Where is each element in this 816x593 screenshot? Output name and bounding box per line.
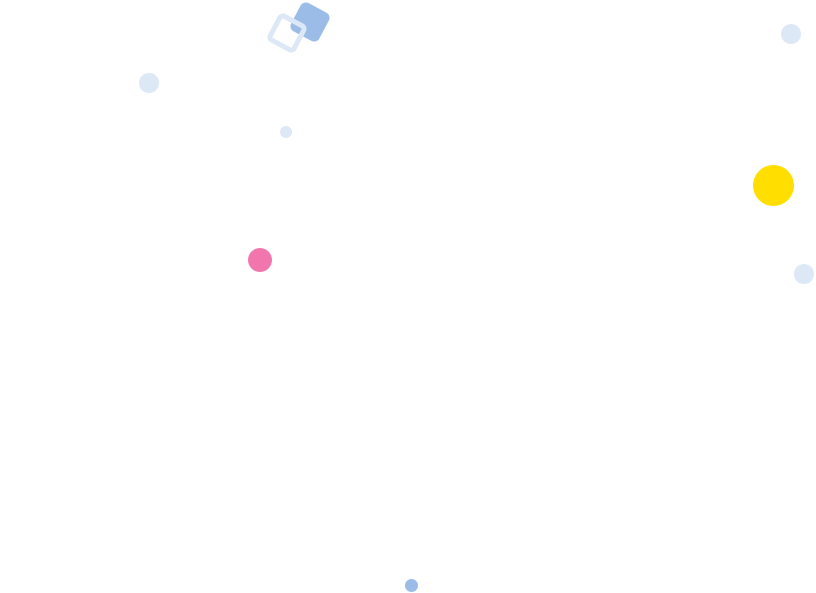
decorative-dot-pink — [248, 248, 272, 272]
decorative-dot-light-blue — [280, 126, 292, 138]
decorative-dot-blue — [405, 579, 418, 592]
decorative-dot-yellow — [753, 165, 794, 206]
decorative-dot-light-blue — [794, 264, 814, 284]
decorative-dot-light-blue — [139, 73, 159, 93]
decorative-dot-light-blue — [781, 24, 801, 44]
